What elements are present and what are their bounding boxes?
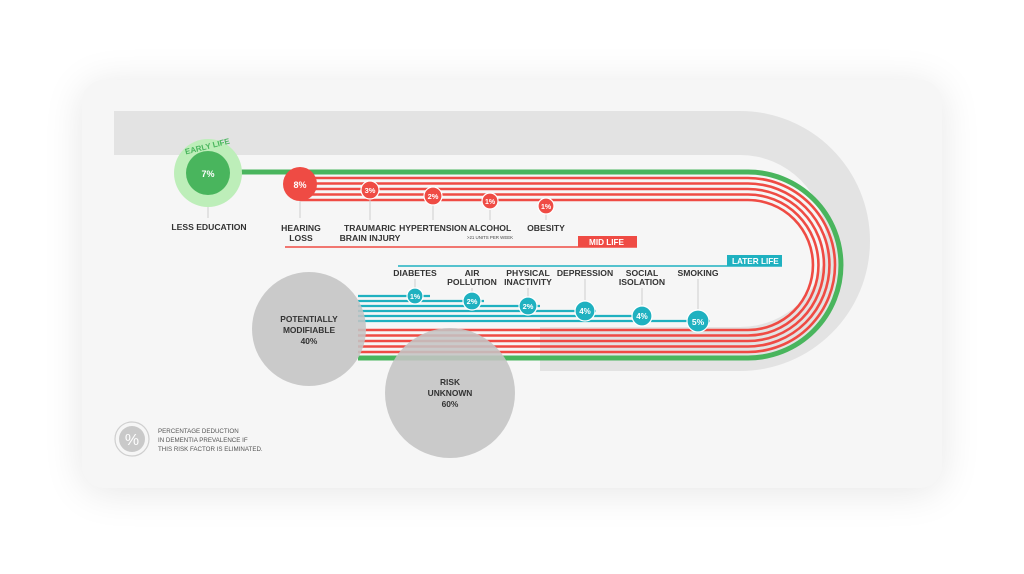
diabetes-percent: 1% (410, 294, 421, 301)
air-pollution-label-2: POLLUTION (447, 277, 497, 287)
brain-injury-label-1: TRAUMARIC (344, 223, 396, 233)
legend-line-2: IN DEMENTIA PREVALENCE IF (158, 437, 248, 444)
modifiable-circle (252, 272, 366, 386)
hearing-loss-percent: 8% (293, 180, 306, 190)
modifiable-line-1: POTENTIALLY (280, 314, 338, 324)
depression-label: DEPRESSION (557, 268, 613, 278)
legend-line-3: THIS RISK FACTOR IS ELIMINATED. (158, 446, 263, 453)
alcohol-sublabel: >21 UNITS PER WEEK (467, 235, 513, 240)
obesity-label: OBESITY (527, 223, 565, 233)
unknown-line-2: UNKNOWN (428, 388, 473, 398)
summary-circles: POTENTIALLY MODIFIABLE 40% RISK UNKNOWN … (252, 272, 515, 458)
smoking-percent: 5% (692, 317, 705, 327)
social-isolation-label-2: ISOLATION (619, 277, 665, 287)
mid-life-title: MID LIFE (589, 238, 625, 247)
later-life-factors: LATER LIFE DIABETES 1% AIR POLLUTION 2% … (393, 255, 782, 333)
social-isolation-percent: 4% (636, 312, 648, 321)
legend-symbol: % (125, 432, 139, 449)
diabetes-label: DIABETES (393, 268, 437, 278)
depression-percent: 4% (579, 307, 591, 316)
social-isolation-label-1: SOCIAL (626, 268, 658, 278)
hypertension-percent: 2% (428, 192, 439, 201)
air-pollution-percent: 2% (467, 297, 478, 306)
less-education-label: LESS EDUCATION (171, 222, 246, 232)
later-life-lines (358, 294, 710, 323)
early-life-node: EARLY LIFE 7% LESS EDUCATION (171, 137, 246, 232)
brain-injury-label-2: BRAIN INJURY (340, 233, 401, 243)
hearing-loss-label-2: LOSS (289, 233, 313, 243)
air-pollution-label-1: AIR (465, 268, 481, 278)
early-life-percent: 7% (201, 169, 214, 179)
physical-inactivity-percent: 2% (523, 302, 534, 311)
percent-icon (119, 426, 145, 452)
modifiable-percent: 40% (301, 336, 318, 346)
hypertension-label: HYPERTENSION (399, 223, 467, 233)
physical-inactivity-label-2: INACTIVITY (504, 277, 552, 287)
brain-injury-percent: 3% (365, 186, 376, 195)
hearing-loss-label-1: HEARING (281, 223, 321, 233)
mid-life-lines (300, 176, 837, 354)
obesity-percent: 1% (541, 204, 552, 211)
modifiable-line-2: MODIFIABLE (283, 325, 336, 335)
green-band (240, 169, 844, 361)
smoking-label: SMOKING (677, 268, 718, 278)
alcohol-label: ALCOHOL (469, 223, 512, 233)
unknown-percent: 60% (442, 399, 459, 409)
mid-life-factors: 8% HEARING LOSS 3% TRAUMARIC BRAIN INJUR… (281, 167, 637, 248)
later-life-title: LATER LIFE (732, 257, 779, 266)
legend: % PERCENTAGE DEDUCTION IN DEMENTIA PREVA… (114, 421, 263, 457)
unknown-line-1: RISK (440, 377, 460, 387)
legend-line-1: PERCENTAGE DEDUCTION (158, 428, 239, 435)
alcohol-percent: 1% (485, 199, 496, 206)
unknown-circle (385, 328, 515, 458)
physical-inactivity-label-1: PHYSICAL (506, 268, 549, 278)
